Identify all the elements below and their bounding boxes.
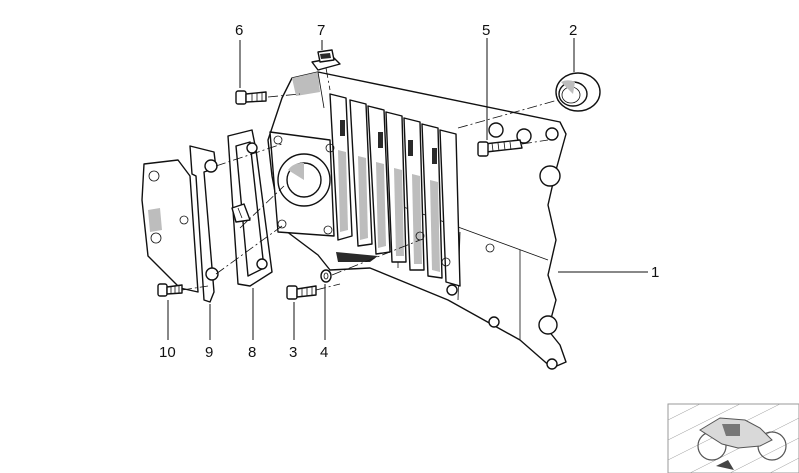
callout-4: 4: [320, 344, 328, 361]
screw-part-6: [235, 90, 267, 105]
callout-3: 3: [289, 344, 297, 361]
screw-part-5: [477, 139, 523, 157]
washer-part-4: [320, 269, 332, 283]
callout-5: 5: [482, 22, 490, 39]
callout-7: 7: [317, 22, 325, 39]
callout-10: 10: [159, 344, 176, 361]
screw-part-10: [157, 283, 183, 297]
callout-2: 2: [569, 22, 577, 39]
gasket-part-8: [227, 129, 273, 287]
callout-6: 6: [235, 22, 243, 39]
plug-part-7: [311, 49, 341, 71]
callout-1: 1: [651, 264, 659, 281]
callout-8: 8: [248, 344, 256, 361]
shaft-seal-part-2: [555, 72, 601, 112]
screw-part-3: [286, 285, 317, 300]
bracket-part-9: [141, 145, 219, 303]
callout-9: 9: [205, 344, 213, 361]
leader-lines: [167, 38, 648, 340]
housing-part-1: [267, 71, 567, 370]
callout-labels: 6 7 5 2 1 10 9 8 3 4: [159, 22, 659, 361]
motorcycle-silhouette-icon: [667, 403, 799, 473]
